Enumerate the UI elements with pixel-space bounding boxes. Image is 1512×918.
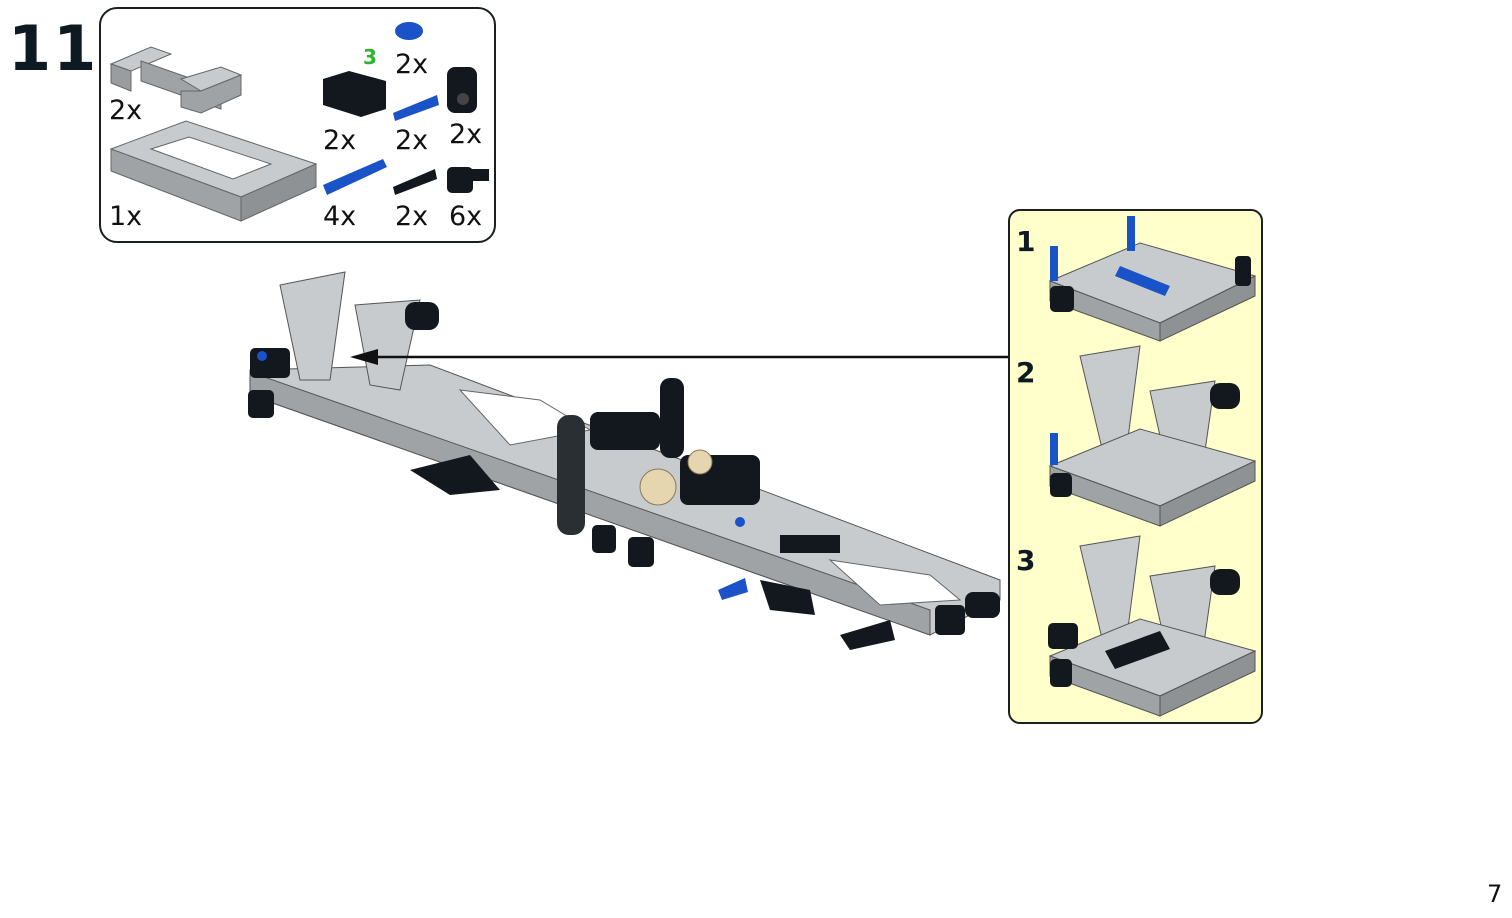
subassembly-callout: 1 2 3 [1008, 209, 1263, 724]
qty-black-friction-pin: 2x [395, 201, 429, 232]
parts-illustrations [109, 22, 489, 222]
blue-axle-pin-part [393, 95, 439, 121]
upright-beams [279, 271, 684, 535]
substep-1-image [1048, 216, 1257, 342]
color-code-label: 3 [363, 45, 377, 69]
blue-pins [257, 351, 748, 600]
gear [639, 449, 713, 506]
blue-axle-pin-3l-part [323, 159, 387, 195]
qty-open-frame: 1x [109, 201, 143, 232]
substep-3-image [1048, 535, 1257, 717]
parts-list-box: 2x 1x 2x 4x 2x 2x 2x 2x 6x 3 [99, 7, 496, 243]
qty-cross-block: 2x [449, 119, 483, 150]
callout-arrow [350, 349, 1008, 365]
qty-blue-axle-pin-3l: 4x [323, 201, 357, 232]
blue-pin-short-part [395, 22, 423, 40]
page-number: 7 [1487, 880, 1503, 908]
h-frame-beam-part [109, 46, 243, 114]
substep-2-label: 2 [1016, 356, 1036, 389]
step-number: 11 [8, 12, 99, 85]
substep-1-label: 1 [1016, 225, 1036, 258]
substep-3-label: 3 [1016, 544, 1036, 577]
open-frame-part [109, 120, 318, 222]
chassis-frame [249, 364, 1001, 636]
black-cross-block-part [447, 67, 477, 113]
substep-illustrations [1048, 216, 1257, 717]
black-parts [248, 348, 1000, 650]
black-friction-pin-part [393, 169, 437, 195]
black-beam-part [323, 71, 386, 117]
qty-blue-axle-pin: 2x [395, 125, 429, 156]
qty-pin-connector: 6x [449, 201, 483, 232]
qty-blue-pin-short: 2x [395, 49, 429, 80]
substep-2-image [1048, 345, 1257, 527]
qty-black-beam: 2x [323, 125, 357, 156]
black-pin-connector-part [447, 167, 489, 193]
qty-h-frame: 2x [109, 95, 143, 126]
